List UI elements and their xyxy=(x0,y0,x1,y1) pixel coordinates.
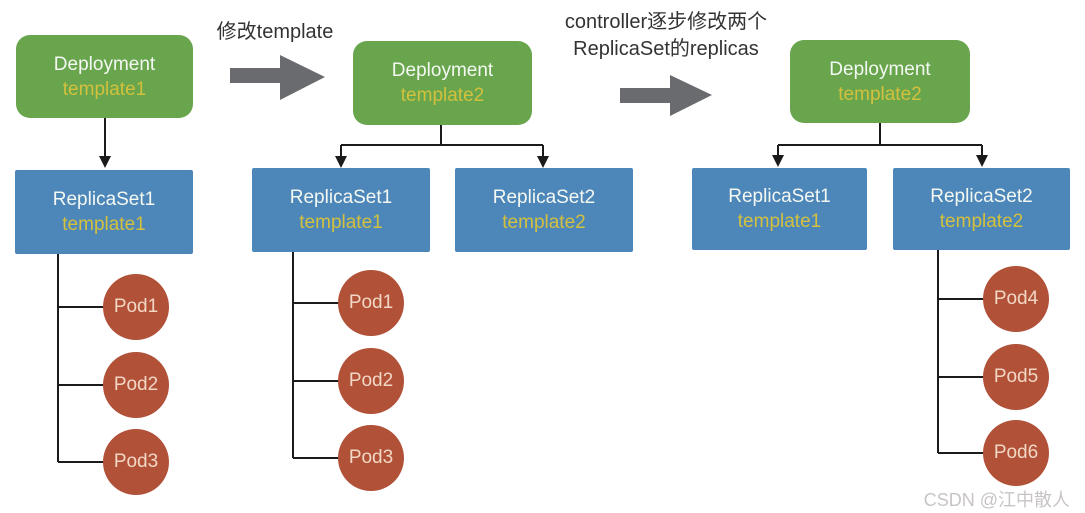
connector-g3-deployment-to-replicasets xyxy=(772,123,988,167)
g2-pod1-label: Pod1 xyxy=(348,292,394,313)
g1-deployment-subtitle: template1 xyxy=(62,78,147,100)
g3-replicaset1-subtitle: template1 xyxy=(737,211,822,232)
g3-replicaset2-box: ReplicaSet2 template2 xyxy=(893,168,1070,250)
g3-pod5: Pod5 xyxy=(983,344,1049,410)
g2-pod2-label: Pod2 xyxy=(348,370,394,391)
g2-replicaset2-box: ReplicaSet2 template2 xyxy=(455,168,633,252)
arrow-g1-deployment-to-rs1 xyxy=(99,118,111,168)
g3-replicaset1-box: ReplicaSet1 template1 xyxy=(692,168,867,250)
g1-replicaset1-subtitle: template1 xyxy=(62,214,146,235)
g1-deployment-box: Deployment template1 xyxy=(16,35,193,118)
g3-pod4-label: Pod4 xyxy=(993,288,1039,309)
g2-replicaset2-subtitle: template2 xyxy=(502,212,586,233)
g3-pod5-label: Pod5 xyxy=(993,366,1039,387)
g1-deployment-title: Deployment xyxy=(53,53,156,75)
g1-pod3: Pod3 xyxy=(103,429,169,495)
g1-replicaset1-box: ReplicaSet1 template1 xyxy=(15,170,193,254)
g1-pod1: Pod1 xyxy=(103,274,169,340)
g2-replicaset1-subtitle: template1 xyxy=(299,212,383,233)
g2-replicaset1-box: ReplicaSet1 template1 xyxy=(252,168,430,252)
g3-deployment-subtitle: template2 xyxy=(838,83,922,105)
g3-pod4: Pod4 xyxy=(983,266,1049,332)
g3-deployment-title: Deployment xyxy=(829,58,931,80)
g2-deployment-title: Deployment xyxy=(391,60,494,81)
g2-deployment-box: Deployment template2 xyxy=(353,41,532,125)
g3-replicaset2-subtitle: template2 xyxy=(939,211,1024,232)
g2-replicaset1-title: ReplicaSet1 xyxy=(289,187,393,208)
g3-replicaset1-title: ReplicaSet1 xyxy=(728,186,831,207)
g2-pod3-label: Pod3 xyxy=(348,447,394,468)
g1-pod2: Pod2 xyxy=(103,352,169,418)
csdn-watermark: CSDN @江中散人 xyxy=(923,490,1070,510)
g2-pod1: Pod1 xyxy=(338,270,404,336)
g3-deployment-box: Deployment template2 xyxy=(790,40,970,123)
step-arrow-1-icon xyxy=(230,55,325,100)
g2-deployment-subtitle: template2 xyxy=(400,85,485,106)
g1-pod3-label: Pod3 xyxy=(113,451,159,472)
g2-replicaset2-title: ReplicaSet2 xyxy=(492,187,596,208)
g1-replicaset1-title: ReplicaSet1 xyxy=(52,189,156,210)
g1-pod1-label: Pod1 xyxy=(113,296,159,317)
connector-g2-deployment-to-replicasets xyxy=(335,125,549,168)
step-label-controller-replicas: controller逐步修改两个 ReplicaSet的replicas xyxy=(541,9,791,63)
g3-replicaset2-title: ReplicaSet2 xyxy=(930,186,1033,207)
g2-pod2: Pod2 xyxy=(338,348,404,414)
g1-pod2-label: Pod2 xyxy=(113,374,159,395)
g2-pod3: Pod3 xyxy=(338,425,404,491)
step-label-modify-template: 修改template xyxy=(216,21,334,43)
step-arrow-2-icon xyxy=(620,75,712,116)
g3-pod6-label: Pod6 xyxy=(993,442,1039,463)
g3-pod6: Pod6 xyxy=(983,420,1049,486)
step-label-controller-replicas-line2: ReplicaSet的replicas xyxy=(573,38,759,60)
step-label-controller-replicas-line1: controller逐步修改两个 xyxy=(564,11,768,33)
